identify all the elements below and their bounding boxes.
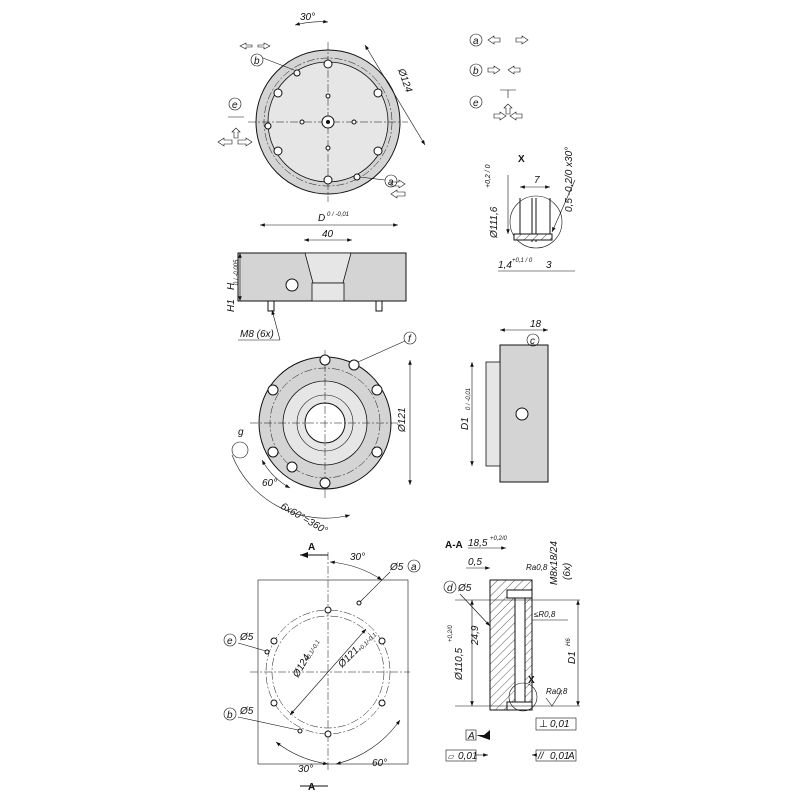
svg-text:M8x18/24: M8x18/24 bbox=[549, 541, 560, 585]
svg-text:0,01: 0,01 bbox=[458, 751, 477, 762]
detail-x: X 7 Ø111,6 +0,2 / 0 0,5 -0,2/0 x30° 1,4 … bbox=[485, 147, 576, 272]
svg-text:0,01: 0,01 bbox=[550, 719, 569, 730]
svg-text:0,01: 0,01 bbox=[550, 751, 569, 762]
legend-a: a bbox=[469, 33, 529, 47]
svg-text:b: b bbox=[473, 66, 479, 77]
lift-arrows-icon bbox=[493, 89, 523, 121]
side-view: D 0 / -0,01 40 H 0 / -0,005 H1 M8 (6x) bbox=[226, 212, 407, 341]
svg-text:+0,2 / 0: +0,2 / 0 bbox=[485, 164, 492, 188]
svg-text:40: 40 bbox=[322, 229, 334, 240]
svg-text:60°: 60° bbox=[262, 478, 277, 489]
svg-text:M8 (6x): M8 (6x) bbox=[240, 329, 274, 340]
parallelism-frame: // 0,01 A bbox=[535, 749, 577, 762]
arrows-inward-icon bbox=[487, 65, 521, 75]
svg-text:24,9: 24,9 bbox=[470, 625, 481, 646]
svg-text:Ø5: Ø5 bbox=[239, 706, 254, 717]
svg-text:Ø124: Ø124 bbox=[395, 66, 414, 94]
svg-text:X: X bbox=[528, 675, 535, 686]
side-view-2: 18 c D1 0 / -0,01 bbox=[460, 319, 549, 483]
svg-text:A: A bbox=[308, 542, 315, 553]
svg-text:D: D bbox=[318, 213, 325, 224]
svg-text:c: c bbox=[530, 336, 535, 347]
svg-text:0 / -0,01: 0 / -0,01 bbox=[466, 388, 472, 410]
svg-text:▱: ▱ bbox=[448, 752, 455, 761]
svg-text:Ø121: Ø121 bbox=[397, 408, 408, 433]
svg-text:D1: D1 bbox=[567, 651, 578, 664]
svg-text:A-A: A-A bbox=[445, 540, 463, 551]
svg-text:g: g bbox=[238, 427, 244, 438]
svg-text:Ø5: Ø5 bbox=[457, 583, 472, 594]
svg-text:+0,1 / 0: +0,1 / 0 bbox=[512, 258, 533, 264]
datum-a: A bbox=[465, 729, 490, 742]
svg-text:+0,2/0: +0,2/0 bbox=[448, 624, 454, 642]
perpendicularity-frame: ⊥ 0,01 bbox=[535, 717, 577, 731]
svg-text:X: X bbox=[518, 154, 525, 165]
svg-text:≤R0,8: ≤R0,8 bbox=[534, 610, 556, 619]
svg-text:Ø111,6: Ø111,6 bbox=[489, 206, 500, 239]
svg-text:H1: H1 bbox=[226, 299, 237, 312]
svg-text:30°: 30° bbox=[298, 764, 313, 775]
svg-text:7: 7 bbox=[534, 175, 540, 186]
svg-text:60°: 60° bbox=[372, 758, 387, 769]
svg-text:0,5: 0,5 bbox=[468, 557, 482, 568]
svg-text:3: 3 bbox=[546, 260, 552, 271]
svg-text:Ø110,5: Ø110,5 bbox=[454, 648, 465, 681]
svg-text:18: 18 bbox=[530, 319, 542, 330]
svg-text:a: a bbox=[473, 36, 479, 47]
svg-text:A: A bbox=[567, 751, 575, 762]
svg-text:6x60°=360°: 6x60°=360° bbox=[279, 501, 330, 537]
svg-text:+0,2/0: +0,2/0 bbox=[490, 536, 508, 542]
svg-text:0 / -0,005: 0 / -0,005 bbox=[234, 259, 240, 285]
svg-text:Ra0,8: Ra0,8 bbox=[546, 687, 568, 696]
mounting-view: A A 30° Ø5 a e Ø5 Ø124 +0,1/-0,1 Ø121 +0… bbox=[223, 542, 421, 793]
arrows-outward-icon bbox=[487, 35, 529, 45]
top-view: 30° Ø124 b e a bbox=[217, 12, 426, 202]
svg-text:e: e bbox=[227, 636, 233, 647]
svg-text:e: e bbox=[473, 98, 479, 109]
svg-text:b: b bbox=[227, 710, 233, 721]
flatness-frame: ▱ 0,01 bbox=[445, 749, 477, 762]
mounting-holes bbox=[264, 59, 383, 185]
svg-text:0 / -0,01: 0 / -0,01 bbox=[327, 212, 349, 218]
svg-text:0,5 -0,2/0 x30°: 0,5 -0,2/0 x30° bbox=[564, 147, 575, 212]
svg-text:H: H bbox=[226, 282, 237, 290]
direction-arrows-icon bbox=[217, 42, 406, 199]
svg-text:a: a bbox=[411, 562, 417, 573]
svg-text:A: A bbox=[467, 731, 475, 742]
legend-e: e bbox=[469, 89, 523, 121]
legend: a b e bbox=[469, 33, 529, 121]
svg-text:Ra0,8: Ra0,8 bbox=[526, 563, 548, 572]
svg-text:e: e bbox=[232, 100, 238, 111]
svg-text:1,4: 1,4 bbox=[498, 260, 512, 271]
svg-text:+0,1/-0,1: +0,1/-0,1 bbox=[305, 639, 322, 663]
svg-text:f: f bbox=[408, 334, 412, 345]
svg-text:D1: D1 bbox=[460, 417, 471, 430]
svg-text:Ø5: Ø5 bbox=[389, 562, 404, 573]
section-a-a: A-A 18,5 +0,2/0 0,5 Ra0,8 M8x18/24 (6x) … bbox=[443, 536, 580, 762]
bottom-view: f g Ø121 60° 6x60°=360° bbox=[231, 331, 417, 537]
svg-text:30°: 30° bbox=[350, 552, 365, 563]
svg-text:b: b bbox=[254, 56, 260, 67]
svg-text:Ø5: Ø5 bbox=[239, 632, 254, 643]
svg-text:30°: 30° bbox=[300, 12, 315, 23]
svg-text:H6: H6 bbox=[566, 638, 572, 646]
svg-text:A: A bbox=[308, 782, 315, 793]
svg-text:18,5: 18,5 bbox=[468, 538, 488, 549]
svg-text://: // bbox=[537, 751, 545, 762]
legend-b: b bbox=[469, 63, 521, 77]
svg-text:d: d bbox=[447, 583, 453, 594]
svg-text:⊥: ⊥ bbox=[539, 719, 548, 730]
svg-text:(6x): (6x) bbox=[562, 563, 573, 580]
